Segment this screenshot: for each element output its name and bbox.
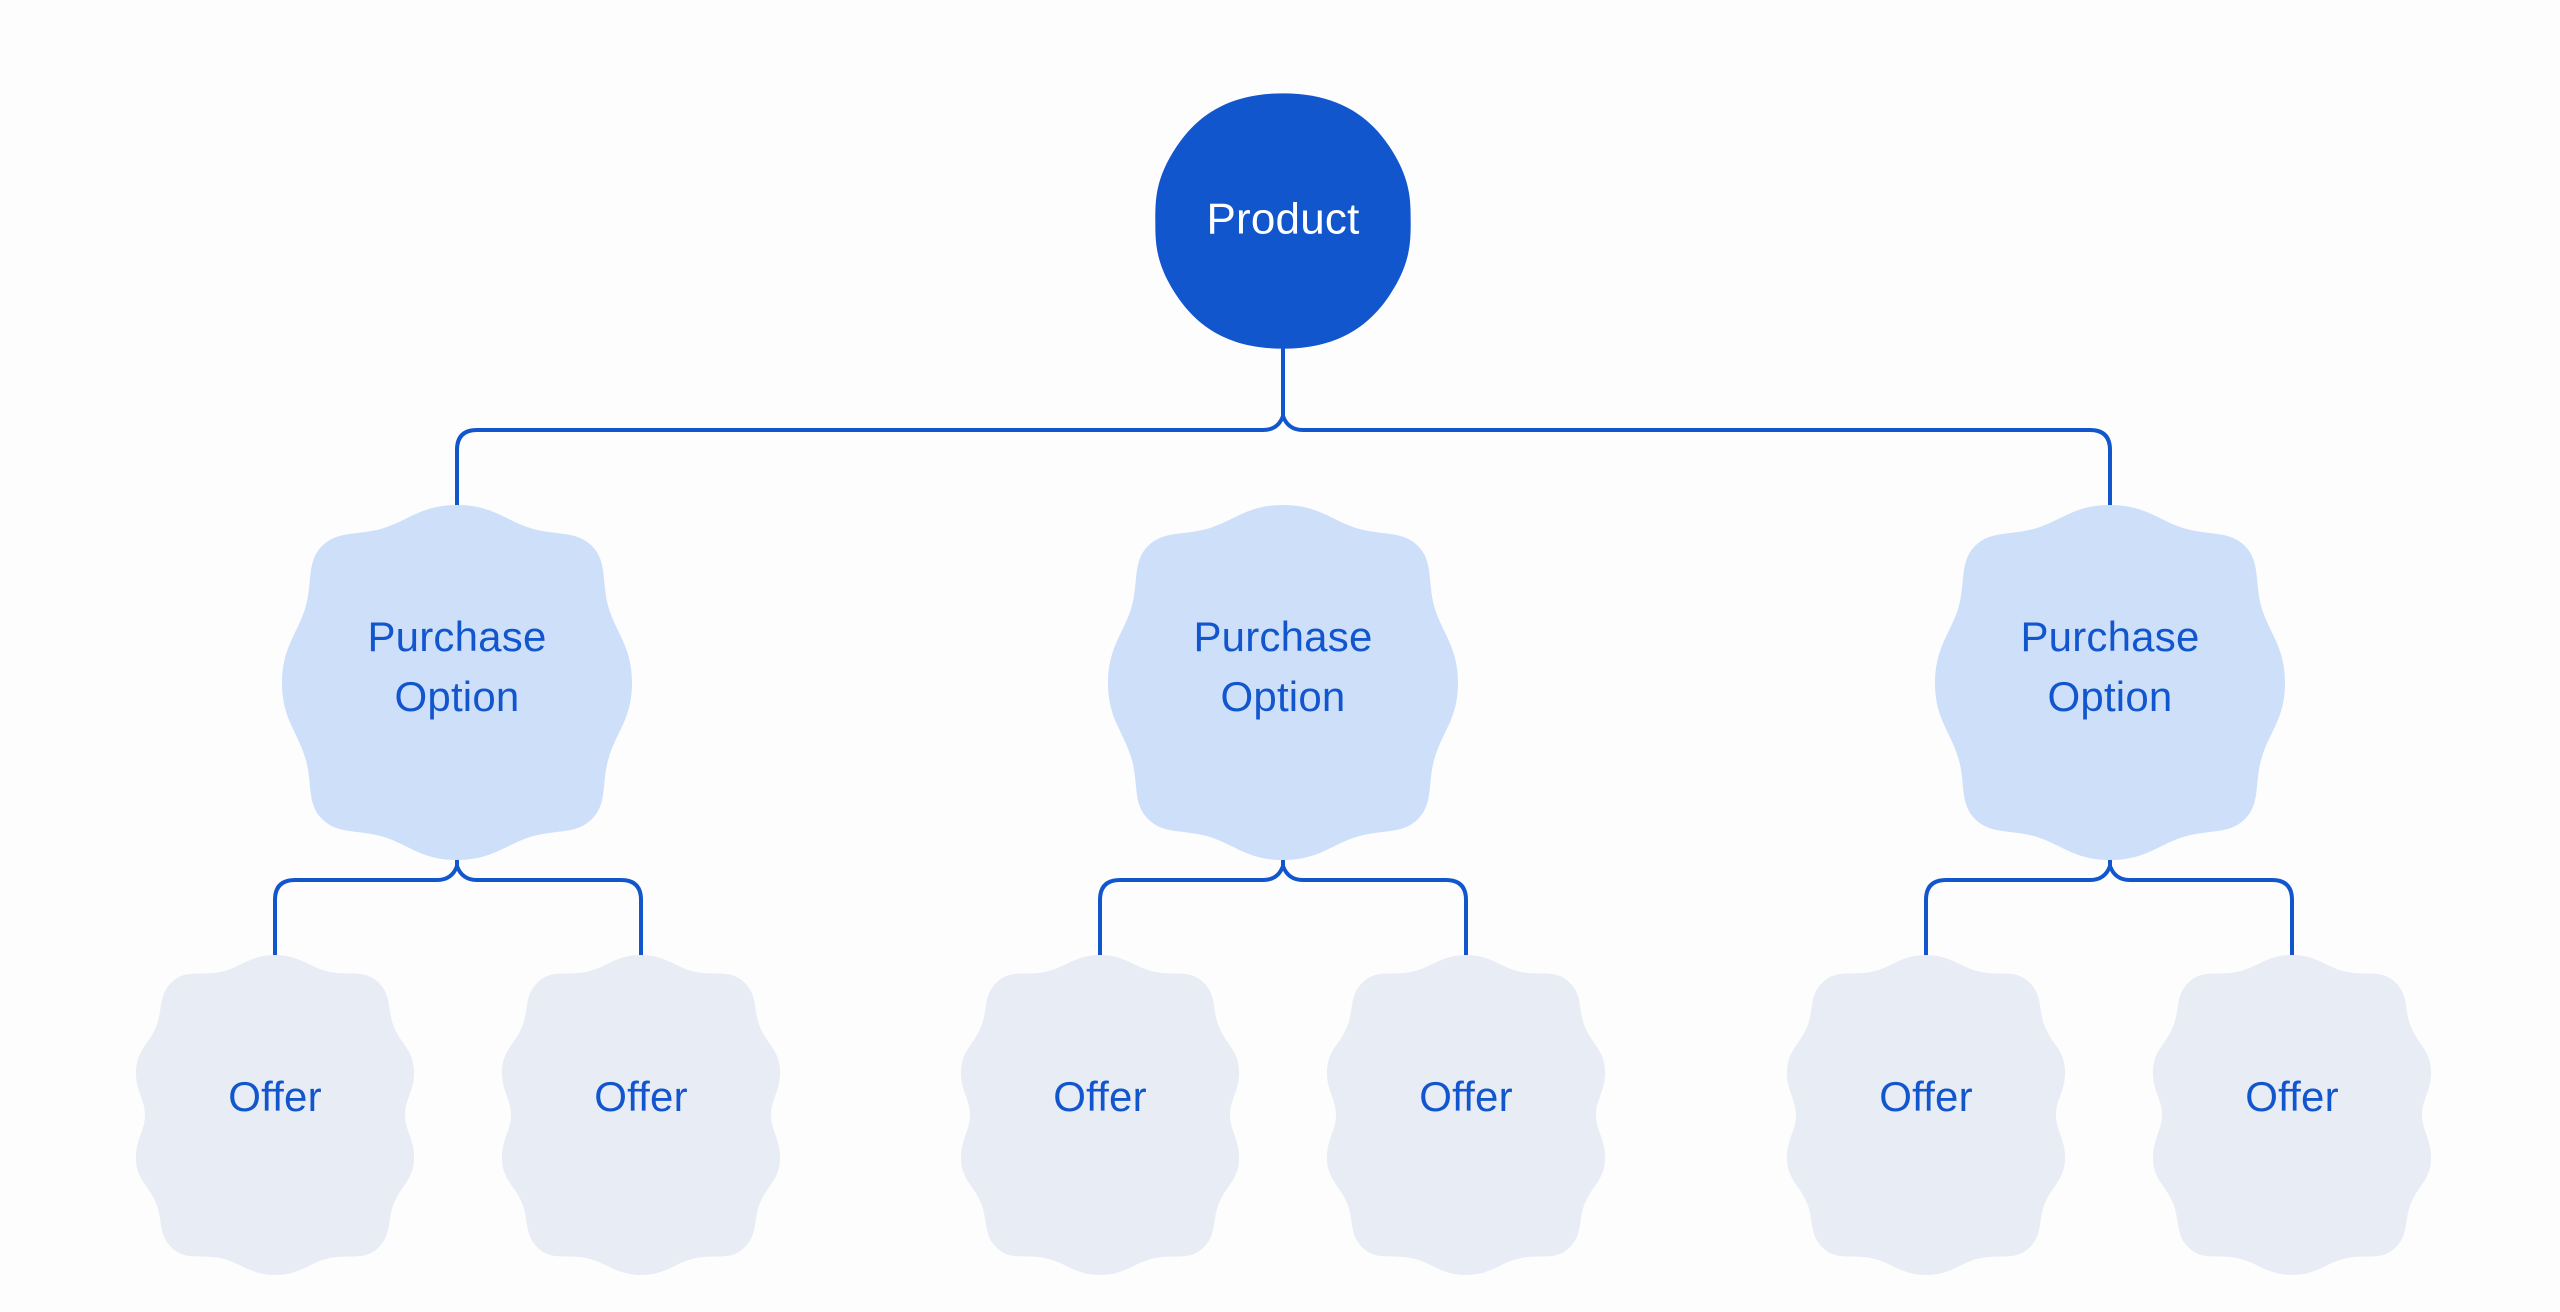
offer-6-label: Offer [2245,1073,2339,1120]
node-offer-6[interactable]: Offer [2152,955,2432,1275]
offer-1-blob-shape [135,955,415,1275]
node-offer-5[interactable]: Offer [1786,955,2066,1275]
connector-branch-3-bar [1924,864,2294,962]
purchase-option-2-label-line1: Purchase [1193,613,1372,660]
node-purchase-option-1[interactable]: Purchase Option [282,505,632,860]
product-label: Product [1206,195,1359,244]
offer-3-blob-shape [960,955,1240,1275]
purchase-option-1-label-line1: Purchase [367,613,546,660]
offer-2-label: Offer [594,1073,688,1120]
purchase-option-1-label-line2: Option [395,673,520,720]
node-offer-2[interactable]: Offer [501,955,781,1275]
node-purchase-option-3[interactable]: Purchase Option [1935,505,2285,860]
offer-3-label: Offer [1053,1073,1147,1120]
offer-6-blob-shape [2152,955,2432,1275]
connector-branch-2-bar [1098,864,1468,962]
connector-trunk-bar [455,414,2112,532]
purchase-option-1-blob-shape [282,505,632,860]
offer-1-label: Offer [228,1073,322,1120]
offer-4-blob-shape [1326,955,1606,1275]
node-purchase-option-2[interactable]: Purchase Option [1108,505,1458,860]
node-offer-3[interactable]: Offer [960,955,1240,1275]
node-offer-1[interactable]: Offer [135,955,415,1275]
offer-2-blob-shape [501,955,781,1275]
node-product[interactable]: Product [1155,93,1411,349]
offer-5-label: Offer [1879,1073,1973,1120]
purchase-option-3-label-line2: Option [2048,673,2173,720]
purchase-option-3-blob-shape [1935,505,2285,860]
connector-branch-1-bar [273,864,643,962]
purchase-option-2-label-line2: Option [1221,673,1346,720]
offer-5-blob-shape [1786,955,2066,1275]
purchase-option-2-blob-shape [1108,505,1458,860]
offer-4-label: Offer [1419,1073,1513,1120]
node-offer-4[interactable]: Offer [1326,955,1606,1275]
purchase-option-3-label-line1: Purchase [2020,613,2199,660]
